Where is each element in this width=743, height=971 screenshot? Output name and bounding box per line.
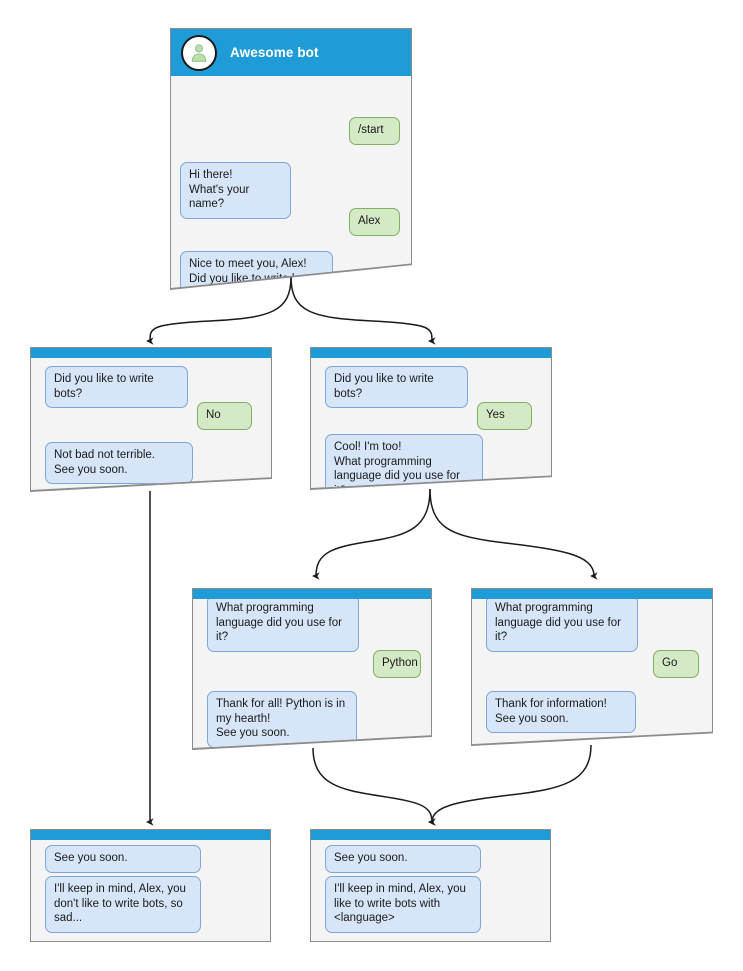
message-bubble-user[interactable]: Go bbox=[653, 650, 699, 678]
message-bubble-user[interactable]: /start bbox=[349, 117, 400, 145]
message-bubble-bot[interactable]: I'll keep in mind, Alex, you like to wri… bbox=[325, 876, 481, 933]
message-bubble-bot[interactable]: Did you like to write bots? bbox=[325, 366, 468, 408]
node-yes-branch-header bbox=[311, 348, 551, 358]
message-bubble-user[interactable]: Alex bbox=[349, 208, 400, 236]
message-bubble-bot[interactable]: Nice to meet you, Alex! Did you like to … bbox=[180, 251, 333, 288]
message-bubble-bot[interactable]: Hi there! What's your name? bbox=[180, 162, 291, 219]
node-go-branch[interactable]: What programming language did you use fo… bbox=[471, 588, 713, 746]
message-bubble-bot[interactable]: What programming language did you use fo… bbox=[207, 595, 359, 652]
node-python-branch-surface: What programming language did you use fo… bbox=[193, 589, 431, 749]
message-bubble-bot[interactable]: What programming language did you use fo… bbox=[486, 595, 638, 652]
message-bubble-bot[interactable]: Thank for information! See you soon. bbox=[486, 691, 636, 733]
node-no-branch-surface: Did you like to write bots? No Not bad n… bbox=[31, 348, 271, 490]
edge-yes-to-python bbox=[312, 488, 431, 580]
message-bubble-bot[interactable]: See you soon. bbox=[325, 845, 481, 873]
node-root-surface: Awesome bot /start Hi there! What's your… bbox=[171, 29, 411, 288]
edge-go-to-end-happy bbox=[428, 744, 592, 826]
node-python-branch-header bbox=[193, 589, 431, 599]
message-bubble-bot[interactable]: Not bad not terrible. See you soon. bbox=[45, 442, 193, 484]
message-bubble-bot[interactable]: Cool! I'm too! What programming language… bbox=[325, 434, 483, 489]
node-end-happy-surface: See you soon. I'll keep in mind, Alex, y… bbox=[311, 830, 550, 941]
node-yes-branch[interactable]: Did you like to write bots? Yes Cool! I'… bbox=[310, 347, 552, 490]
node-end-happy-header bbox=[311, 830, 550, 840]
node-go-branch-header bbox=[472, 589, 712, 599]
node-no-branch-header bbox=[31, 348, 271, 358]
edge-yes-to-go bbox=[429, 488, 598, 580]
edge-python-to-end-happy bbox=[312, 747, 436, 826]
node-yes-branch-surface: Did you like to write bots? Yes Cool! I'… bbox=[311, 348, 551, 489]
node-go-branch-surface: What programming language did you use fo… bbox=[472, 589, 712, 745]
message-bubble-bot[interactable]: Did you like to write bots? bbox=[45, 366, 188, 408]
message-bubble-user[interactable]: No bbox=[197, 402, 252, 430]
message-bubble-bot[interactable]: Thank for all! Python is in my hearth! S… bbox=[207, 691, 357, 748]
node-root-header: Awesome bot bbox=[171, 29, 411, 76]
message-bubble-bot[interactable]: See you soon. bbox=[45, 845, 201, 873]
node-end-sad-header bbox=[31, 830, 270, 840]
message-bubble-user[interactable]: Yes bbox=[477, 402, 532, 430]
node-python-branch[interactable]: What programming language did you use fo… bbox=[192, 588, 432, 750]
node-no-branch[interactable]: Did you like to write bots? No Not bad n… bbox=[30, 347, 272, 492]
node-root[interactable]: Awesome bot /start Hi there! What's your… bbox=[170, 28, 412, 290]
message-bubble-user[interactable]: Python bbox=[373, 650, 421, 678]
node-end-sad[interactable]: See you soon. I'll keep in mind, Alex, y… bbox=[30, 829, 271, 942]
node-end-happy[interactable]: See you soon. I'll keep in mind, Alex, y… bbox=[310, 829, 551, 942]
person-avatar-icon bbox=[181, 34, 217, 71]
node-root-title: Awesome bot bbox=[230, 45, 319, 60]
node-end-sad-surface: See you soon. I'll keep in mind, Alex, y… bbox=[31, 830, 270, 941]
message-bubble-bot[interactable]: I'll keep in mind, Alex, you don't like … bbox=[45, 876, 201, 933]
